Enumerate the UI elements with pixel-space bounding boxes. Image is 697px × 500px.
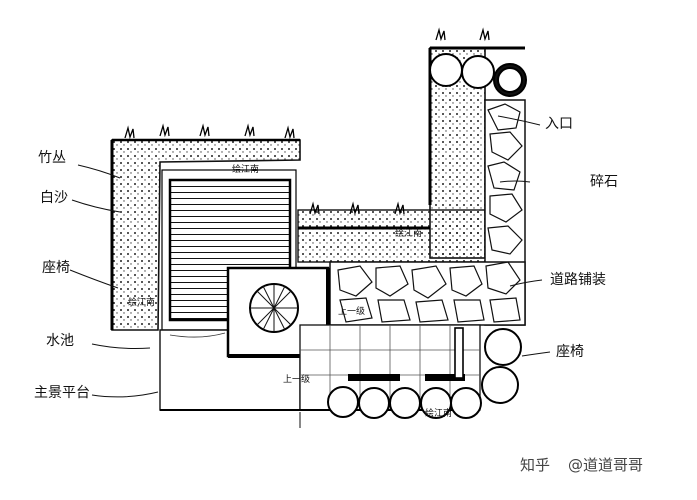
middle-planting-band xyxy=(297,209,489,263)
label-kapok: 白沙 xyxy=(40,190,68,206)
shade-label-3: 绘江南 xyxy=(128,296,155,308)
right-trees xyxy=(481,328,522,404)
step-label-1: 上一级 xyxy=(338,305,365,317)
entrance-trees xyxy=(429,53,527,97)
left-planting-bed xyxy=(110,138,301,331)
road-paving-area xyxy=(329,99,526,326)
shade-label-1: 绘江南 xyxy=(232,163,259,175)
watermark: 知乎 @道道哥哥 xyxy=(520,456,643,474)
watermark-handle: @道道哥哥 xyxy=(568,456,643,474)
label-entrance: 入口 xyxy=(545,116,573,132)
label-bamboo: 竹丛 xyxy=(38,150,66,166)
bench-left-seat xyxy=(348,374,400,381)
grass-tufts xyxy=(124,27,490,216)
bench-tag-label: 绘江南 xyxy=(425,407,452,419)
step-label-2: 上一级 xyxy=(283,373,310,385)
label-road-paving: 道路铺装 xyxy=(550,272,606,288)
shade-label-2: 绘江南 xyxy=(395,227,422,239)
label-bench-left: 座椅 xyxy=(42,260,70,276)
watermark-brand: 知乎 xyxy=(520,456,550,474)
label-gravel: 碎石 xyxy=(590,174,618,190)
bench-right-seat xyxy=(425,374,465,381)
feature-tree xyxy=(249,283,299,333)
bottom-tree-row xyxy=(327,386,482,419)
leader-arrows xyxy=(69,115,551,428)
label-bench-right: 座椅 xyxy=(556,344,584,360)
label-pond: 水池 xyxy=(46,333,74,349)
label-viewing-deck: 主景平台 xyxy=(34,385,90,401)
